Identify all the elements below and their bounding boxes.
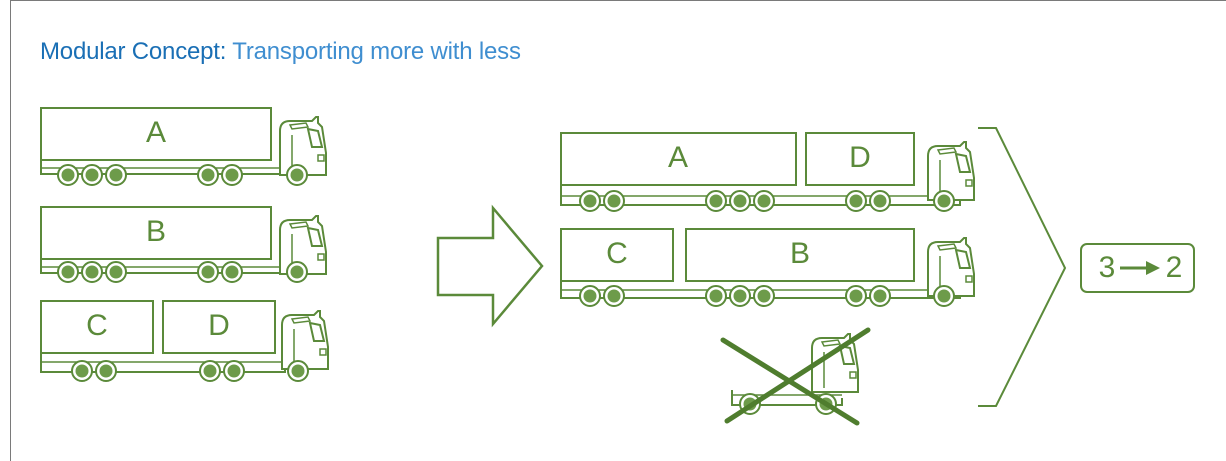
wheel-icon [71, 360, 93, 382]
wheel-icon [221, 261, 243, 283]
wheel-icon [95, 360, 117, 382]
wheel-icon [579, 285, 601, 307]
title-bold: Modular Concept: [40, 38, 227, 65]
box-d [162, 300, 276, 354]
wheel-icon [105, 261, 127, 283]
page-title: Modular Concept: Transporting more with … [40, 38, 521, 66]
trailer-a [40, 107, 272, 161]
wheel-icon [603, 190, 625, 212]
right-arrow-icon [436, 204, 544, 328]
wheel-icon [933, 285, 955, 307]
wheel-icon [729, 285, 751, 307]
truck-b: B [40, 206, 327, 283]
combo-c-b: C B [560, 228, 975, 307]
combo-a-d: A D [560, 132, 975, 212]
trailer-b-combo [685, 228, 915, 282]
trailer-a-label: A [146, 116, 166, 149]
trailer-b-label: B [146, 215, 166, 248]
result-from: 3 [1099, 251, 1116, 284]
box-d-combo [805, 132, 915, 186]
arrow-head-icon [1146, 261, 1160, 275]
cab-icon [927, 141, 975, 201]
wheel-icon [579, 190, 601, 212]
wheel-icon [199, 360, 221, 382]
crossed-out-truck-icon [720, 327, 871, 426]
wheel-icon [603, 285, 625, 307]
wheel-icon [845, 285, 867, 307]
wheel-icon [105, 164, 127, 186]
wheel-icon [753, 190, 775, 212]
wheel-icon [81, 164, 103, 186]
wheel-icon [286, 164, 308, 186]
wheel-icon [223, 360, 245, 382]
truck-c-d: C D [40, 300, 329, 382]
wheel-icon [286, 261, 308, 283]
wheel-icon [869, 285, 891, 307]
wheel-icon [197, 164, 219, 186]
combo2-box-label: C [606, 237, 628, 270]
result-to: 2 [1166, 251, 1183, 284]
cab-icon [281, 310, 329, 370]
wheel-icon [57, 261, 79, 283]
wheel-icon [845, 190, 867, 212]
wheel-icon [287, 360, 309, 382]
combo2-trailer-label: B [790, 237, 810, 270]
box-c-label: C [86, 309, 108, 342]
result-badge: 3 2 [1080, 243, 1195, 293]
wheel-icon [933, 190, 955, 212]
wheel-icon [221, 164, 243, 186]
box-c-combo [560, 228, 674, 282]
wheel-icon [869, 190, 891, 212]
wheel-icon [705, 190, 727, 212]
wheel-icon [729, 190, 751, 212]
combo1-trailer-label: A [668, 141, 688, 174]
cab-icon [927, 237, 975, 297]
trailer-a-combo [560, 132, 797, 186]
wheel-icon [57, 164, 79, 186]
wheel-icon [197, 261, 219, 283]
title-light: Transporting more with less [226, 38, 521, 65]
combo1-box-label: D [849, 141, 871, 174]
bracket [978, 127, 1067, 407]
box-d-label: D [208, 309, 230, 342]
wheel-icon [753, 285, 775, 307]
cross-line [724, 327, 871, 424]
wheel-icon [705, 285, 727, 307]
truck-a: A [40, 107, 327, 186]
diagram-frame [10, 0, 1226, 461]
wheel-icon [81, 261, 103, 283]
trailer-b [40, 206, 272, 260]
box-c [40, 300, 154, 354]
